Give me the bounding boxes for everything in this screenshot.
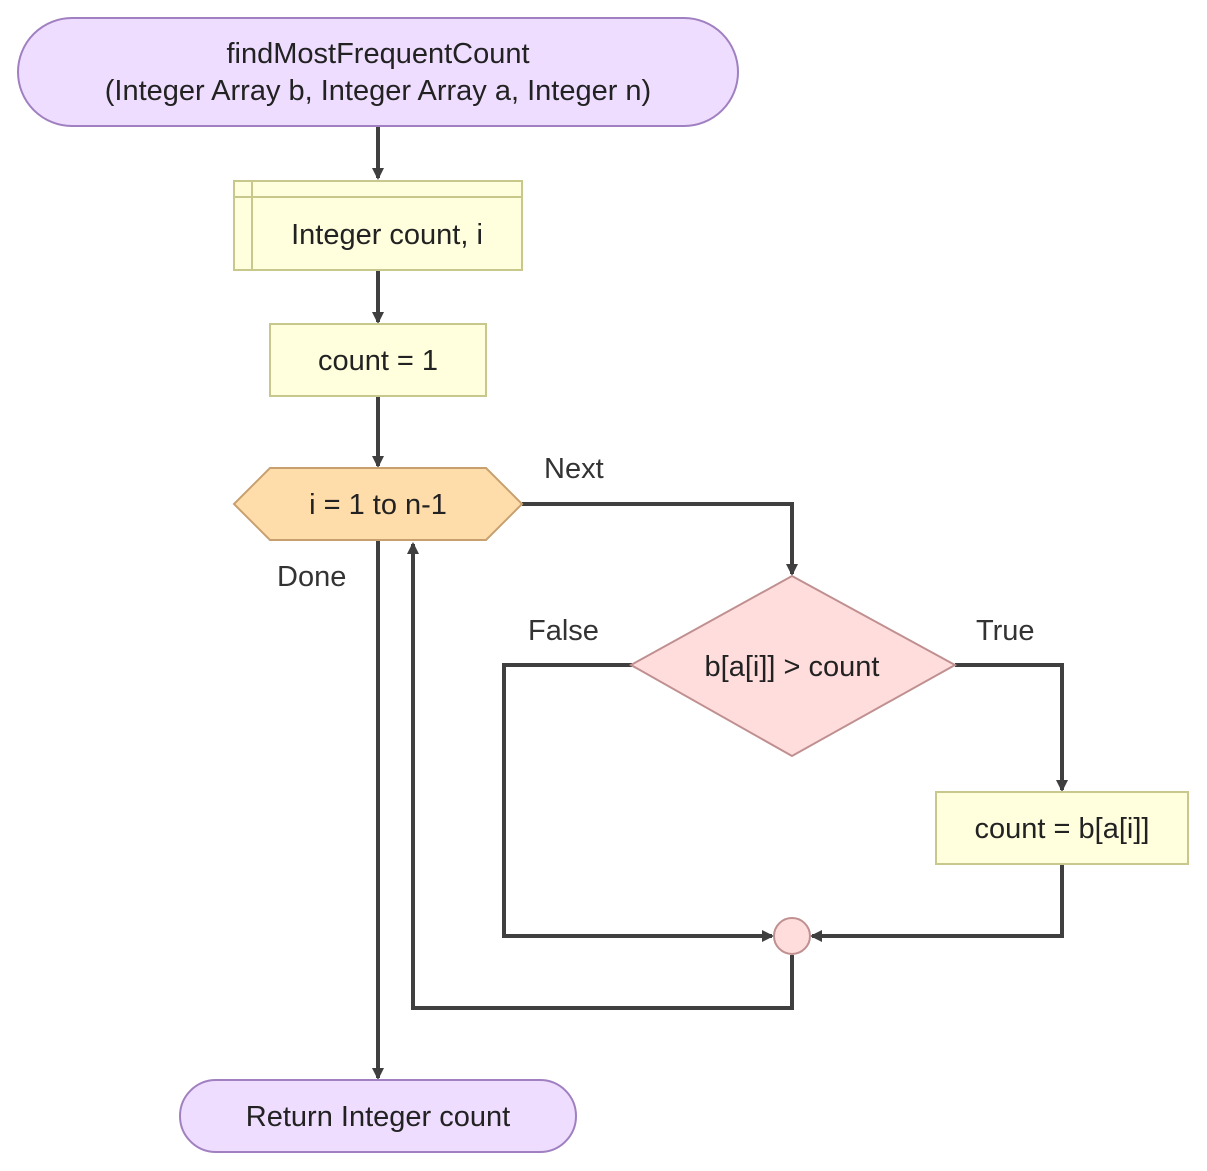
end-terminal: Return Integer count (179, 1079, 577, 1153)
update-assignment-shape (935, 791, 1189, 865)
done-label: Done (277, 561, 346, 593)
update-assignment: count = b[a[i]] (935, 791, 1189, 865)
start-function-name: findMostFrequentCount (226, 38, 529, 70)
decision-shape (628, 574, 958, 758)
start-terminal-shape (17, 17, 739, 127)
start-terminal: findMostFrequentCount (Integer Array b, … (17, 17, 739, 127)
edges (372, 126, 1068, 1080)
init-assignment-shape (269, 323, 487, 397)
false-label: False (528, 615, 599, 647)
declare-box: Integer count, i (233, 180, 523, 271)
edge-decision-true-to-update (955, 663, 1068, 792)
for-loop-shape (232, 467, 524, 541)
next-label: Next (544, 453, 604, 485)
decision-text: b[a[i]] > count (705, 651, 880, 683)
declare-box-shape (233, 180, 523, 271)
edge-loop-next-to-decision (522, 502, 798, 576)
end-terminal-shape (179, 1079, 577, 1153)
decision: b[a[i]] > count (628, 574, 958, 758)
edge-decision-false-to-junction (502, 663, 774, 942)
edge-junction-back-to-loop (407, 542, 794, 1010)
for-loop-text: i = 1 to n-1 (309, 489, 447, 521)
start-function-params: (Integer Array b, Integer Array a, Integ… (105, 75, 651, 107)
edge-update-to-junction (810, 865, 1064, 942)
true-label: True (976, 615, 1035, 647)
end-terminal-text: Return Integer count (246, 1101, 510, 1133)
init-assignment: count = 1 (269, 323, 487, 397)
declare-text: Integer count, i (291, 219, 483, 251)
init-assignment-text: count = 1 (318, 345, 438, 377)
junction-node (773, 917, 811, 955)
for-loop: i = 1 to n-1 (232, 467, 524, 541)
update-assignment-text: count = b[a[i]] (975, 813, 1150, 845)
